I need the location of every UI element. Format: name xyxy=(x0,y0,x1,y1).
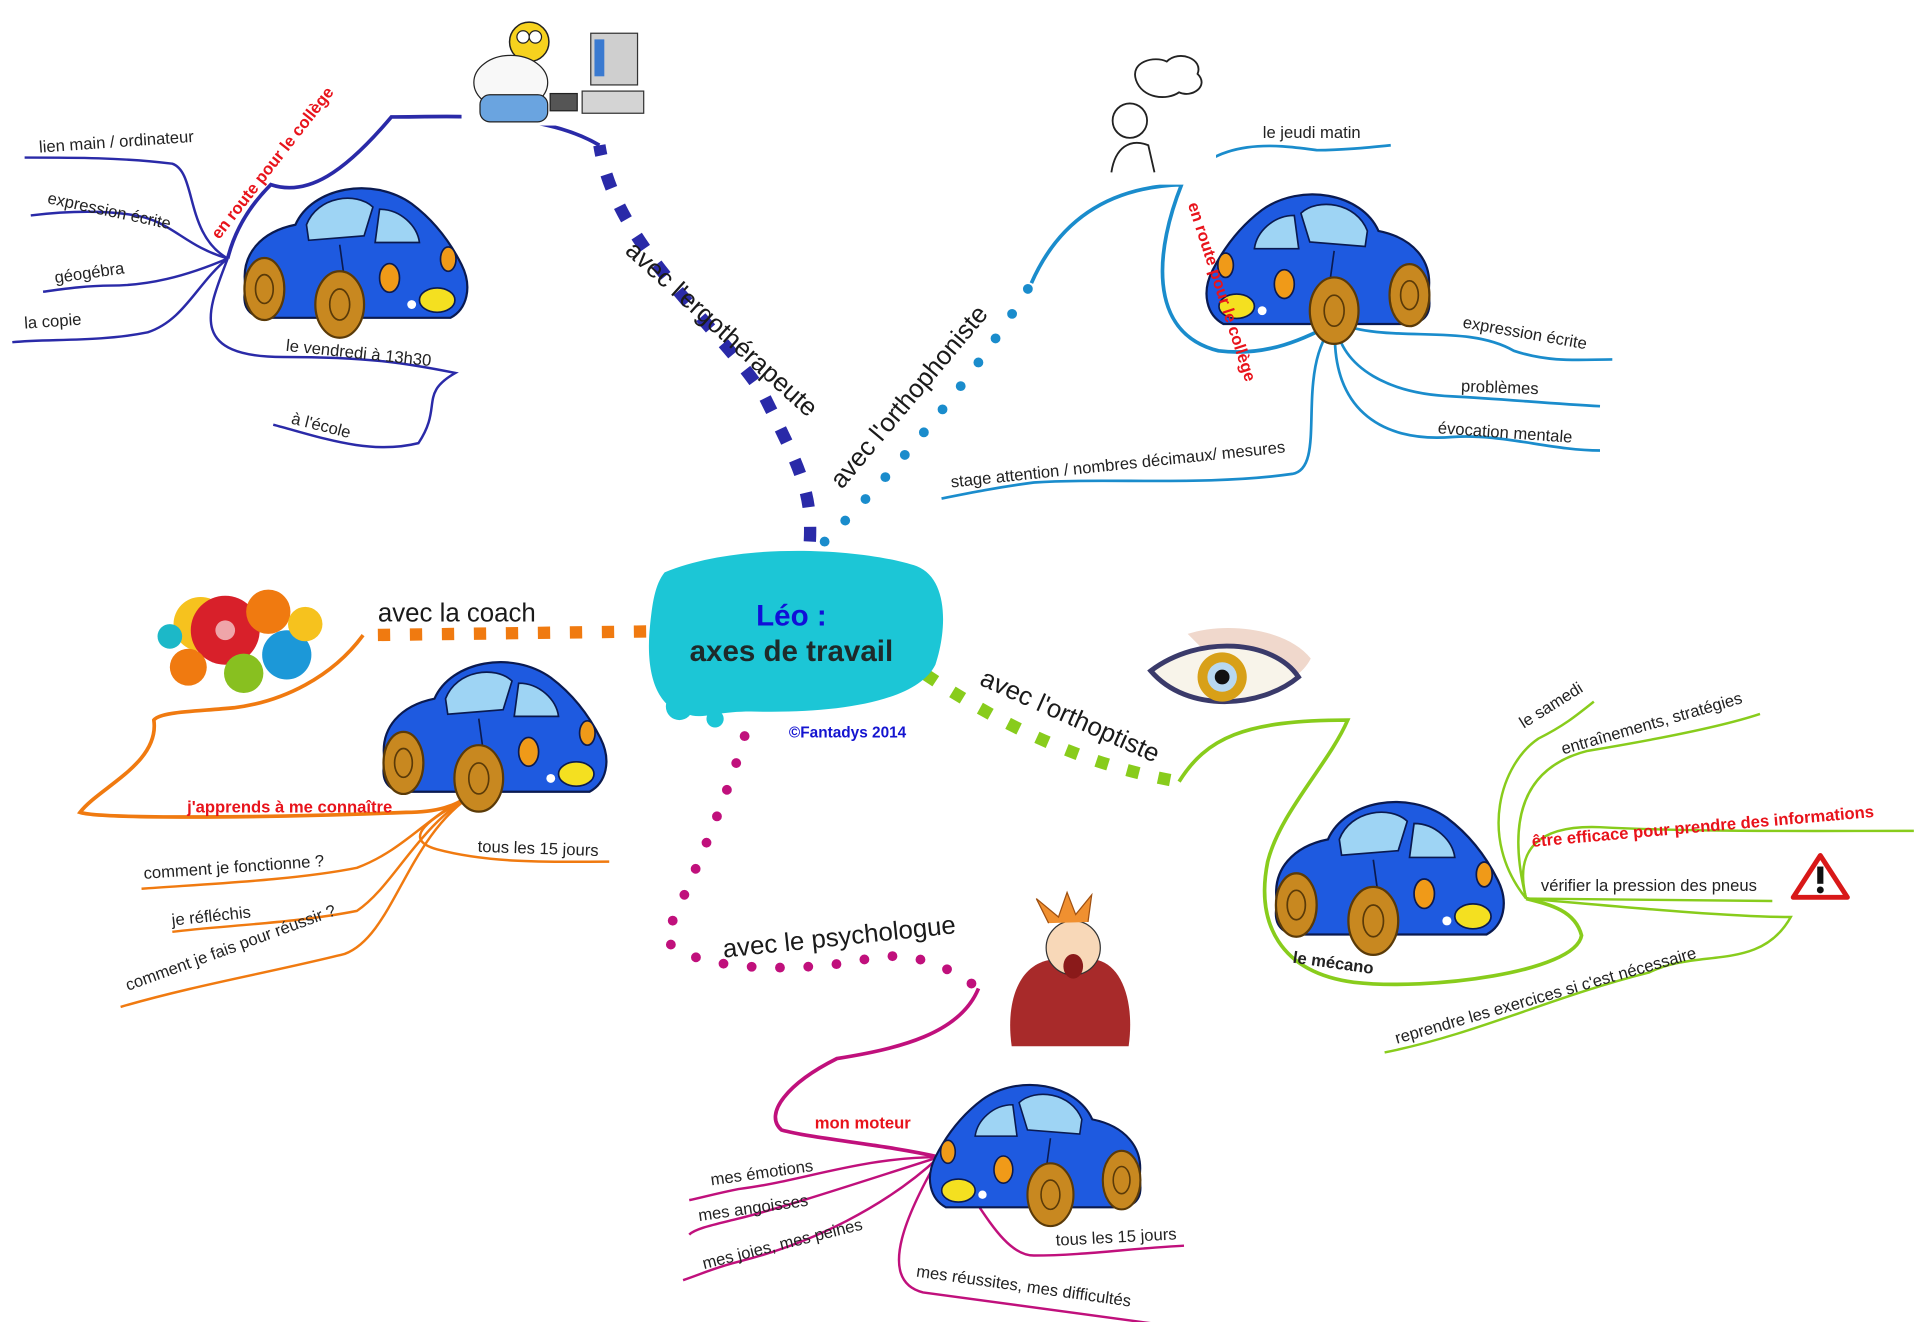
coach-leaf-lines xyxy=(120,792,610,1009)
center-subtitle: axes de travail xyxy=(690,635,894,668)
coach-main-line xyxy=(76,634,475,819)
psy-leaf-angoisses: mes angoisses xyxy=(697,1191,809,1225)
ergo-image-person-computer xyxy=(461,14,647,126)
center-bubble-tail-1 xyxy=(665,693,693,721)
ortho-dotted-connector xyxy=(819,278,1037,547)
orthoptiste-leaf-samedi: le samedi xyxy=(1516,678,1586,732)
center-bubble-tail-2 xyxy=(706,710,724,728)
orthoptiste-leaf-reprendre: reprendre les exercices si c'est nécessa… xyxy=(1393,943,1699,1047)
psy-car-label: mon moteur xyxy=(815,1114,911,1133)
ortho-leaf-jeudi: le jeudi matin xyxy=(1263,123,1361,142)
branch-psychologue: avec le psychologue mon moteur mes émoti… xyxy=(658,731,1185,1322)
branch-coach: avec la coach j'apprends à me connaître … xyxy=(76,589,647,1009)
orthoptiste-image-eye xyxy=(1147,627,1311,705)
ortho-leaf-problemes: problèmes xyxy=(1461,376,1539,398)
psy-car-illustration xyxy=(928,1083,1142,1228)
ergo-leaf-vendredi: le vendredi à 13h30 xyxy=(285,336,432,370)
orthoptiste-leaf-lines xyxy=(1384,700,1914,1054)
coach-branch-label: avec la coach xyxy=(378,600,536,628)
warning-triangle-icon xyxy=(1790,853,1850,900)
psy-main-line xyxy=(773,987,981,1159)
orthoptiste-leaf-pression: vérifier la pression des pneus xyxy=(1541,876,1757,895)
ortho-branch-label: avec l'orthophoniste xyxy=(825,300,994,493)
coach-image-gears-brain xyxy=(157,589,323,694)
branch-orthophoniste: avec l'orthophoniste en route pour le co… xyxy=(819,49,1613,547)
branch-ergotherapeute: avec l'ergothérapeute en route pour le c… xyxy=(12,14,823,542)
ergo-car-illustration xyxy=(243,187,469,339)
psy-leaf-reussites: mes réussites, mes difficultés xyxy=(915,1262,1132,1311)
center-title: Léo : xyxy=(756,599,827,632)
psy-image-panicking-person xyxy=(1010,890,1131,1047)
coach-car-label: j'apprends à me connaître xyxy=(186,797,392,816)
orthoptiste-leaf-entrainements: entraînements, stratégies xyxy=(1559,688,1744,758)
orthoptiste-dashed-connector xyxy=(922,669,1181,788)
ortho-main-line xyxy=(1029,182,1337,354)
coach-car-illustration xyxy=(382,661,608,813)
ergo-leaf-geogebra: géogébra xyxy=(53,258,126,287)
copyright-text: ©Fantadys 2014 xyxy=(789,724,907,741)
orthoptiste-main-line xyxy=(1177,718,1584,987)
ortho-leaf-evocation: évocation mentale xyxy=(1437,418,1573,446)
coach-dashed-connector xyxy=(362,625,647,642)
ortho-image-thinking-child xyxy=(1105,49,1216,185)
ortho-leaf-stage: stage attention / nombres décimaux/ mesu… xyxy=(950,437,1286,491)
coach-leaf-15jours: tous les 15 jours xyxy=(477,837,599,860)
center-topic[interactable]: Léo : axes de travail xyxy=(648,550,944,728)
psy-leaf-15jours: tous les 15 jours xyxy=(1055,1224,1177,1249)
ergo-leaf-lien-main: lien main / ordinateur xyxy=(38,127,195,157)
psy-dotted-connector xyxy=(658,731,984,994)
orthoptiste-car-illustration xyxy=(1274,800,1505,956)
orthoptiste-leaf-efficace: être efficace pour prendre des informati… xyxy=(1531,802,1875,851)
ergo-dashed-connector xyxy=(593,144,817,542)
ergo-leaf-copie: la copie xyxy=(24,310,82,333)
ergo-branch-label: avec l'ergothérapeute xyxy=(620,236,823,423)
ergo-leaf-lines xyxy=(12,156,459,449)
ergo-leaf-expression: expression écrite xyxy=(46,188,173,233)
center-bubble[interactable] xyxy=(648,550,944,717)
coach-leaf-fonctionne: comment je fonctionne ? xyxy=(143,851,325,883)
ortho-leaf-expression: expression écrite xyxy=(1461,313,1588,354)
psy-leaf-joies: mes joies, mes peines xyxy=(700,1215,864,1273)
